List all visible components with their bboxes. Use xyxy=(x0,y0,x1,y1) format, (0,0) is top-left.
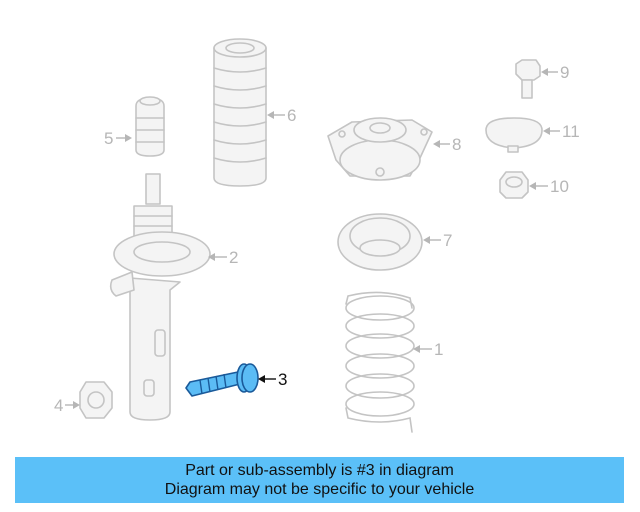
banner-line-disclaimer: Diagram may not be specific to your vehi… xyxy=(164,481,475,498)
callout-8: 8 xyxy=(433,135,461,154)
callout-2: 2 xyxy=(208,248,238,267)
svg-text:11: 11 xyxy=(562,122,580,141)
part-3-bolt[interactable] xyxy=(185,363,259,397)
part-4-nut[interactable] xyxy=(79,381,113,419)
part-5-bump-stop[interactable] xyxy=(135,96,165,157)
part-10-nut[interactable] xyxy=(499,171,529,199)
callout-5: 5 xyxy=(104,129,132,148)
callout-11: 11 xyxy=(543,122,580,141)
part-11-cap[interactable] xyxy=(485,117,543,153)
svg-text:10: 10 xyxy=(550,177,569,196)
parts-diagram: 1 2 3 4 5 6 7 8 9 10 xyxy=(54,38,580,433)
svg-text:5: 5 xyxy=(104,129,113,148)
svg-text:9: 9 xyxy=(560,63,569,82)
callout-1: 1 xyxy=(413,340,443,359)
info-banner: Part or sub-assembly is #3 in diagram Di… xyxy=(15,457,624,503)
banner-line-part-number: Part or sub-assembly is #3 in diagram xyxy=(185,462,454,479)
svg-text:6: 6 xyxy=(287,106,296,125)
callout-6: 6 xyxy=(267,106,296,125)
callout-4: 4 xyxy=(54,396,80,415)
callout-7: 7 xyxy=(423,231,452,250)
svg-text:1: 1 xyxy=(434,340,443,359)
svg-text:2: 2 xyxy=(229,248,238,267)
svg-text:3: 3 xyxy=(278,370,287,389)
part-7-spring-seat[interactable] xyxy=(337,213,423,271)
svg-text:4: 4 xyxy=(54,396,63,415)
part-8-strut-mount[interactable] xyxy=(327,117,433,181)
part-1-coil-spring[interactable] xyxy=(345,291,415,433)
svg-text:8: 8 xyxy=(452,135,461,154)
svg-text:7: 7 xyxy=(443,231,452,250)
part-9-bolt[interactable] xyxy=(515,59,541,99)
callout-9: 9 xyxy=(541,63,569,82)
callout-10: 10 xyxy=(529,177,569,196)
part-2-strut[interactable] xyxy=(109,173,211,421)
part-6-dust-boot[interactable] xyxy=(213,38,267,187)
callout-3: 3 xyxy=(258,370,287,389)
